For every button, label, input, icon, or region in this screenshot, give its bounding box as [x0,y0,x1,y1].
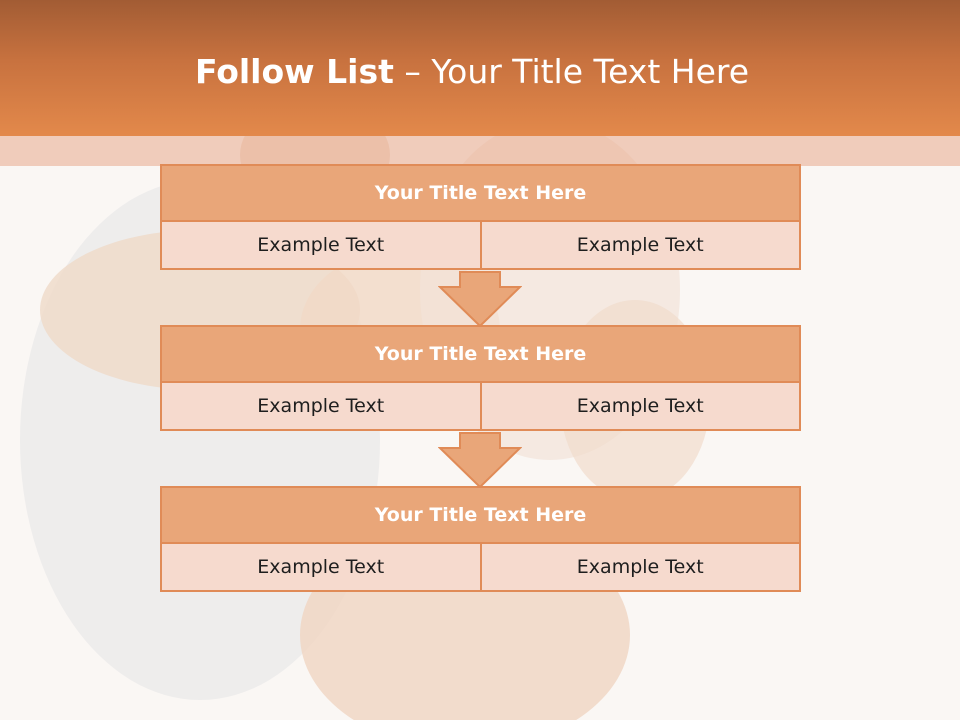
header-band [0,0,960,136]
block-cell-left: Example Text [257,556,385,578]
block-title: Your Title Text Here [162,166,799,222]
slide-title-bold: Follow List [194,52,394,91]
block-row: Example Text Example Text [162,383,799,429]
list-block-1: Your Title Text Here Example Text Exampl… [160,164,801,270]
block-row: Example Text Example Text [162,222,799,268]
block-row: Example Text Example Text [162,544,799,590]
block-cell-left: Example Text [257,234,385,256]
block-cell-right: Example Text [479,222,800,268]
slide-title: Follow List – Your Title Text Here [0,52,944,91]
block-title: Your Title Text Here [162,327,799,383]
header-sub-band [0,136,960,166]
slide-title-rest: – Your Title Text Here [393,52,750,91]
block-cell-right: Example Text [479,383,800,429]
block-title: Your Title Text Here [162,488,799,544]
block-cell-left: Example Text [257,395,385,417]
down-arrow-icon [438,271,522,327]
list-block-3: Your Title Text Here Example Text Exampl… [160,486,801,592]
list-block-2: Your Title Text Here Example Text Exampl… [160,325,801,431]
block-cell-right: Example Text [479,544,800,590]
down-arrow-icon [438,432,522,488]
